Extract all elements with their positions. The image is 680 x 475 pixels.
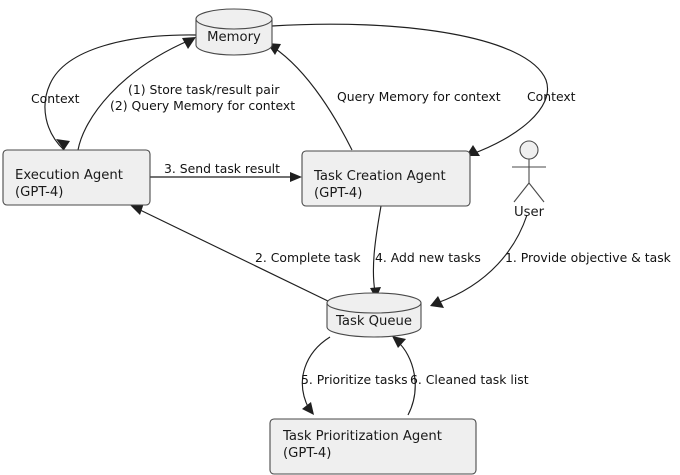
arrow-head xyxy=(56,139,70,150)
task-creation-agent-label-line2: (GPT-4) xyxy=(314,186,362,201)
task-creation-agent-label-line1: Task Creation Agent xyxy=(313,169,446,184)
task-queue-cylinder-top xyxy=(326,292,422,314)
execution-agent-box xyxy=(2,149,151,206)
edge-task-queue-to-prioritization-prioritize: 5. Prioritize tasks xyxy=(301,336,408,415)
execution-agent-label-line1: Execution Agent xyxy=(15,168,123,183)
edge-path xyxy=(396,340,416,416)
edge-label-add-new-tasks: 4. Add new tasks xyxy=(375,250,481,265)
edge-label-memory-to-task-creation-context: Context xyxy=(527,89,576,104)
memory-cylinder-top xyxy=(195,8,273,30)
edge-label-provide-objective-task: 1. Provide objective & task xyxy=(505,250,672,265)
edge-label-prioritize-tasks: 5. Prioritize tasks xyxy=(301,372,408,387)
edge-path xyxy=(44,34,197,151)
arrow-head xyxy=(302,402,314,415)
memory-label: Memory xyxy=(207,30,261,45)
edge-prioritization-to-task-queue-cleaned: 6. Cleaned task list xyxy=(392,336,529,416)
node-memory[interactable]: Memory xyxy=(195,8,273,56)
node-task-creation-agent[interactable]: Task Creation Agent (GPT-4) xyxy=(301,150,471,207)
arrow-head xyxy=(130,203,144,215)
edge-memory-to-execution-context: Context xyxy=(31,34,197,151)
task-queue-label: Task Queue xyxy=(335,314,412,329)
user-label: User xyxy=(514,205,545,220)
edge-label-task-creation-query-memory: Query Memory for context xyxy=(337,89,501,104)
edge-label-store-task-result-pair: (1) Store task/result pair xyxy=(128,82,280,97)
user-right-leg-icon xyxy=(528,182,545,203)
edge-path xyxy=(77,39,191,151)
edge-memory-to-task-creation-context: Context xyxy=(271,23,576,156)
edge-label-query-memory-for-context: (2) Query Memory for context xyxy=(110,98,295,113)
edge-path xyxy=(135,207,331,303)
edge-task-creation-to-memory-query: Query Memory for context xyxy=(267,43,501,151)
execution-agent-label-line2: (GPT-4) xyxy=(15,185,63,200)
node-task-queue[interactable]: Task Queue xyxy=(326,292,422,338)
edge-label-cleaned-task-list: 6. Cleaned task list xyxy=(410,372,529,387)
edge-label-complete-task: 2. Complete task xyxy=(255,250,361,265)
node-execution-agent[interactable]: Execution Agent (GPT-4) xyxy=(2,149,151,206)
edge-execution-to-task-creation-send-result: 3. Send task result xyxy=(150,161,302,182)
edge-path xyxy=(271,23,549,155)
edge-task-creation-to-task-queue-add-tasks: 4. Add new tasks xyxy=(370,205,481,299)
edge-path xyxy=(301,336,331,410)
edge-user-to-task-queue-provide-objective: 1. Provide objective & task xyxy=(430,214,672,308)
task-prioritization-agent-label-line2: (GPT-4) xyxy=(283,446,331,461)
user-head-icon xyxy=(519,140,539,160)
arrow-head xyxy=(182,37,196,49)
edge-path xyxy=(372,205,382,293)
task-prioritization-agent-box xyxy=(269,418,477,475)
node-user-actor[interactable]: User xyxy=(512,140,546,220)
arrow-head xyxy=(430,296,444,308)
arrow-head xyxy=(290,172,302,182)
edge-path xyxy=(272,46,353,151)
task-creation-agent-box xyxy=(301,150,471,207)
user-left-leg-icon xyxy=(513,182,530,203)
edge-path xyxy=(436,214,528,304)
edge-execution-to-memory-store-query: (1) Store task/result pair (2) Query Mem… xyxy=(77,37,295,151)
edge-task-queue-to-execution-complete-task: 2. Complete task xyxy=(130,203,361,303)
task-prioritization-agent-label-line1: Task Prioritization Agent xyxy=(282,429,442,444)
node-task-prioritization-agent[interactable]: Task Prioritization Agent (GPT-4) xyxy=(269,418,477,475)
arrow-head xyxy=(392,336,406,348)
edge-label-memory-to-execution-context: Context xyxy=(31,91,80,106)
edge-label-send-task-result: 3. Send task result xyxy=(164,161,280,176)
